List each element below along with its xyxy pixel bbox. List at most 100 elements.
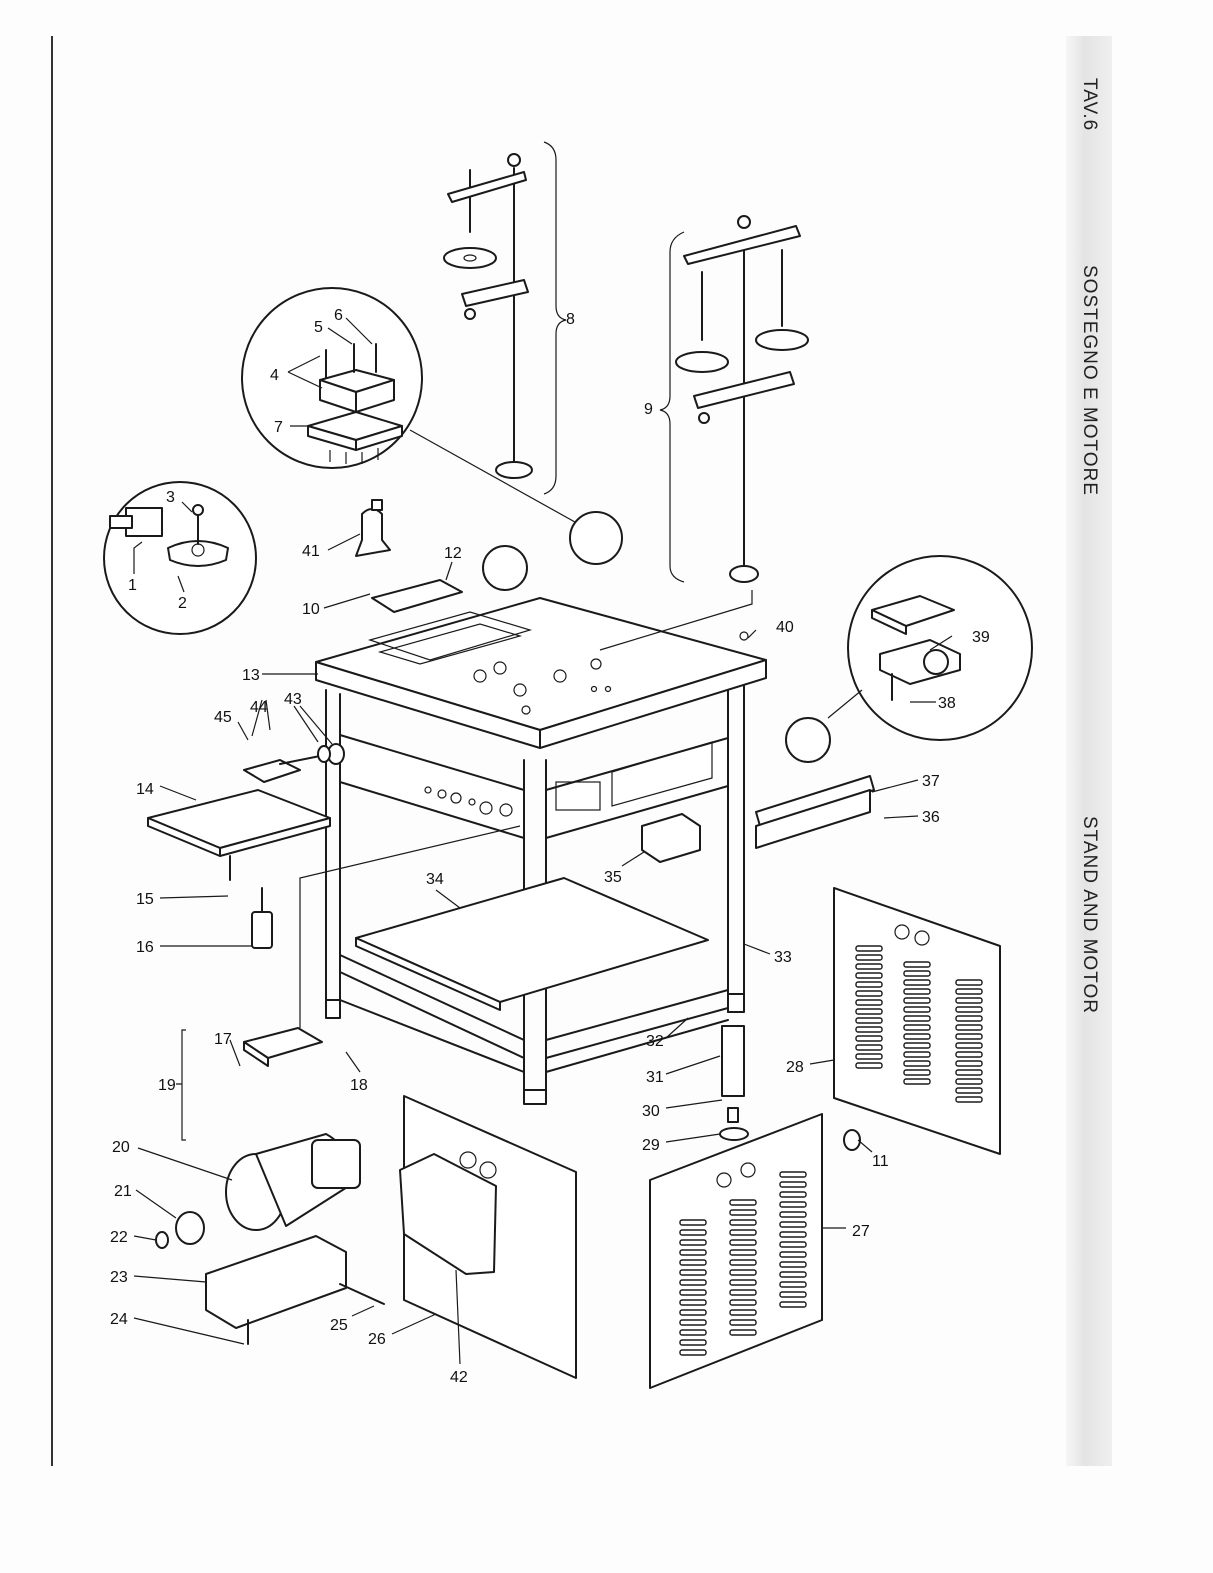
vent-slot xyxy=(856,1009,882,1014)
vent-slot xyxy=(730,1270,756,1275)
callout-5: 5 xyxy=(314,319,323,336)
vent-slot xyxy=(680,1300,706,1305)
pulley-stand-9 xyxy=(600,216,808,650)
callout-9: 9 xyxy=(644,401,653,418)
vent-slot xyxy=(904,1016,930,1021)
vent-slot xyxy=(680,1330,706,1335)
vent-slot xyxy=(904,1061,930,1066)
vent-slot xyxy=(904,962,930,967)
vent-slot xyxy=(904,1079,930,1084)
vent-slot xyxy=(780,1182,806,1187)
vent-slot xyxy=(730,1250,756,1255)
vent-slot xyxy=(904,971,930,976)
vent-slot xyxy=(856,946,882,951)
vent-slot xyxy=(956,1016,982,1021)
vent-slot xyxy=(904,980,930,985)
vent-slot xyxy=(780,1262,806,1267)
callout-40: 40 xyxy=(776,619,794,636)
vent-slot xyxy=(904,1007,930,1012)
vent-slot xyxy=(856,1036,882,1041)
callout-33: 33 xyxy=(774,949,792,966)
callout-13: 13 xyxy=(242,667,260,684)
vent-slot xyxy=(730,1330,756,1335)
callout-44: 44 xyxy=(250,699,268,716)
vent-slot xyxy=(956,1043,982,1048)
vent-slot xyxy=(780,1242,806,1247)
vent-slot xyxy=(904,1052,930,1057)
vent-slot xyxy=(904,1043,930,1048)
vent-slot xyxy=(730,1320,756,1325)
callout-34: 34 xyxy=(426,871,444,888)
pulley-stand-8 xyxy=(444,142,566,494)
callout-30: 30 xyxy=(642,1103,660,1120)
vent-slot xyxy=(680,1240,706,1245)
callout-38: 38 xyxy=(938,695,956,712)
vent-slot xyxy=(780,1232,806,1237)
vent-slot xyxy=(856,1027,882,1032)
callout-31: 31 xyxy=(646,1069,664,1086)
callout-25: 25 xyxy=(330,1317,348,1334)
callout-27: 27 xyxy=(852,1223,870,1240)
vent-slot xyxy=(780,1222,806,1227)
vent-slot xyxy=(680,1290,706,1295)
vent-slot xyxy=(780,1192,806,1197)
detail-circle-4-7 xyxy=(242,288,600,536)
callout-19: 19 xyxy=(158,1077,176,1094)
callout-18: 18 xyxy=(350,1077,368,1094)
vent-slot xyxy=(956,1061,982,1066)
vent-slot xyxy=(680,1350,706,1355)
vent-slot xyxy=(856,982,882,987)
callout-29: 29 xyxy=(642,1137,660,1154)
callout-4: 4 xyxy=(270,367,279,384)
callout-28: 28 xyxy=(786,1059,804,1076)
vent-slot xyxy=(780,1252,806,1257)
callout-7: 7 xyxy=(274,419,283,436)
vent-slot xyxy=(856,1054,882,1059)
vent-slot xyxy=(680,1230,706,1235)
callout-24: 24 xyxy=(110,1311,128,1328)
callout-23: 23 xyxy=(110,1269,128,1286)
vent-slot xyxy=(856,1063,882,1068)
callout-12: 12 xyxy=(444,545,462,562)
vent-slot xyxy=(730,1220,756,1225)
vent-slot xyxy=(730,1310,756,1315)
vent-slot xyxy=(730,1290,756,1295)
vent-slot xyxy=(956,1070,982,1075)
vent-slot xyxy=(730,1230,756,1235)
vent-slot xyxy=(856,973,882,978)
callout-10: 10 xyxy=(302,601,320,618)
callout-16: 16 xyxy=(136,939,154,956)
callout-43: 43 xyxy=(284,691,302,708)
vent-slot xyxy=(730,1200,756,1205)
minor-components xyxy=(356,500,874,1140)
callout-1: 1 xyxy=(128,577,137,594)
vent-slot xyxy=(680,1260,706,1265)
callout-22: 22 xyxy=(110,1229,128,1246)
callout-8: 8 xyxy=(566,311,575,328)
callout-6: 6 xyxy=(334,307,343,324)
callout-32: 32 xyxy=(646,1033,664,1050)
callout-45: 45 xyxy=(214,709,232,726)
vent-slot xyxy=(856,955,882,960)
callout-15: 15 xyxy=(136,891,154,908)
vent-slot xyxy=(856,1045,882,1050)
vent-slot xyxy=(956,980,982,985)
callout-20: 20 xyxy=(112,1139,130,1156)
bracket-assembly xyxy=(148,744,344,948)
vent-slot xyxy=(680,1270,706,1275)
vent-slot xyxy=(680,1320,706,1325)
vent-slot xyxy=(956,1052,982,1057)
vent-slot xyxy=(904,989,930,994)
vent-slot xyxy=(730,1300,756,1305)
vent-slot xyxy=(904,1070,930,1075)
vent-slot xyxy=(680,1340,706,1345)
callout-14: 14 xyxy=(136,781,154,798)
vent-slot xyxy=(856,1018,882,1023)
vent-slot xyxy=(780,1292,806,1297)
callout-36: 36 xyxy=(922,809,940,826)
callout-41: 41 xyxy=(302,543,320,560)
callout-17: 17 xyxy=(214,1031,232,1048)
vent-slot xyxy=(904,1034,930,1039)
